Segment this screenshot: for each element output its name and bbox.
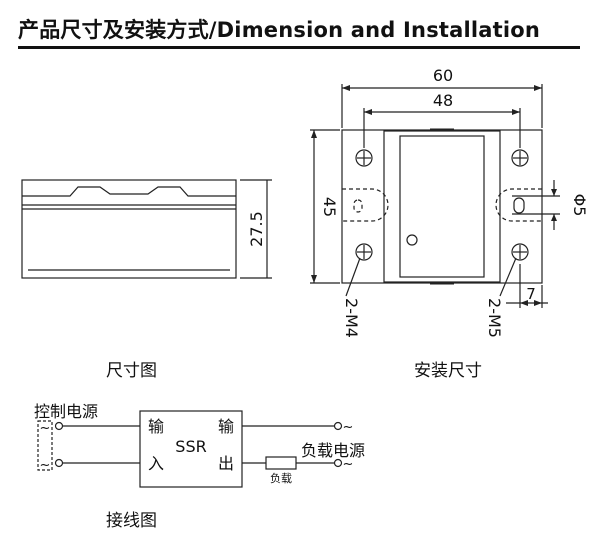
screw-left-bottom: [355, 243, 373, 261]
top-view-caption: 安装尺寸: [414, 361, 482, 381]
load-terminal-top: [333, 421, 343, 431]
title-rule: [18, 46, 580, 49]
top-view: [310, 84, 560, 308]
ssr-box: [139, 410, 243, 488]
screw-m4-label: 2-M4: [342, 298, 361, 338]
ssr-output-top: 输: [218, 417, 234, 436]
load-ac-top: ~: [343, 420, 354, 435]
screw-right-top: [511, 149, 529, 167]
side-height-label: 27.5: [247, 211, 266, 247]
hole-dia-label: Φ5: [570, 194, 589, 217]
side-cover-profile: [22, 186, 236, 197]
control-terminal-top: [54, 421, 64, 431]
load-box-label: 负载: [270, 471, 292, 485]
top-view-arrows: [311, 85, 557, 306]
control-source-box: [37, 420, 53, 471]
load-power-label: 负载电源: [301, 441, 366, 460]
ssr-input-bottom: 入: [148, 454, 164, 473]
mount-hole-right: [513, 197, 525, 214]
load-terminal-bottom: [333, 458, 343, 468]
dim45-label: 45: [320, 197, 339, 217]
ssr-output-bottom: 出: [218, 454, 234, 473]
mount-slot-right: [495, 188, 542, 222]
screw-right-bottom: [511, 243, 529, 261]
leader-m4: [345, 257, 361, 297]
control-ac-bottom: ~: [40, 458, 51, 473]
mount-slot-left: [342, 188, 389, 222]
wiring-diagram: [37, 410, 343, 488]
wiring-caption: 接线图: [106, 511, 157, 531]
top-body-outline: [341, 129, 543, 284]
dim7-label: 7: [526, 285, 536, 303]
top-led-indicator: [406, 234, 418, 246]
top-cover-outer: [383, 130, 501, 283]
load-ac-bottom: ~: [343, 457, 354, 472]
leader-m5: [499, 257, 517, 297]
control-ac-top: ~: [40, 421, 51, 436]
side-view: [21, 179, 272, 279]
screw-m5-label: 2-M5: [485, 298, 504, 338]
load-box: [265, 456, 297, 470]
dim48-label: 48: [433, 91, 453, 110]
page-title: 产品尺寸及安装方式/Dimension and Installation: [18, 18, 541, 42]
control-terminal-bottom: [54, 458, 64, 468]
side-view-caption: 尺寸图: [106, 361, 157, 381]
control-power-label: 控制电源: [34, 402, 99, 421]
screw-left-top: [355, 149, 373, 167]
top-cover-inner: [399, 135, 485, 278]
dim60-label: 60: [433, 66, 453, 85]
side-body-outline: [21, 179, 237, 279]
ssr-input-top: 输: [148, 417, 164, 436]
ssr-label: SSR: [175, 437, 206, 456]
